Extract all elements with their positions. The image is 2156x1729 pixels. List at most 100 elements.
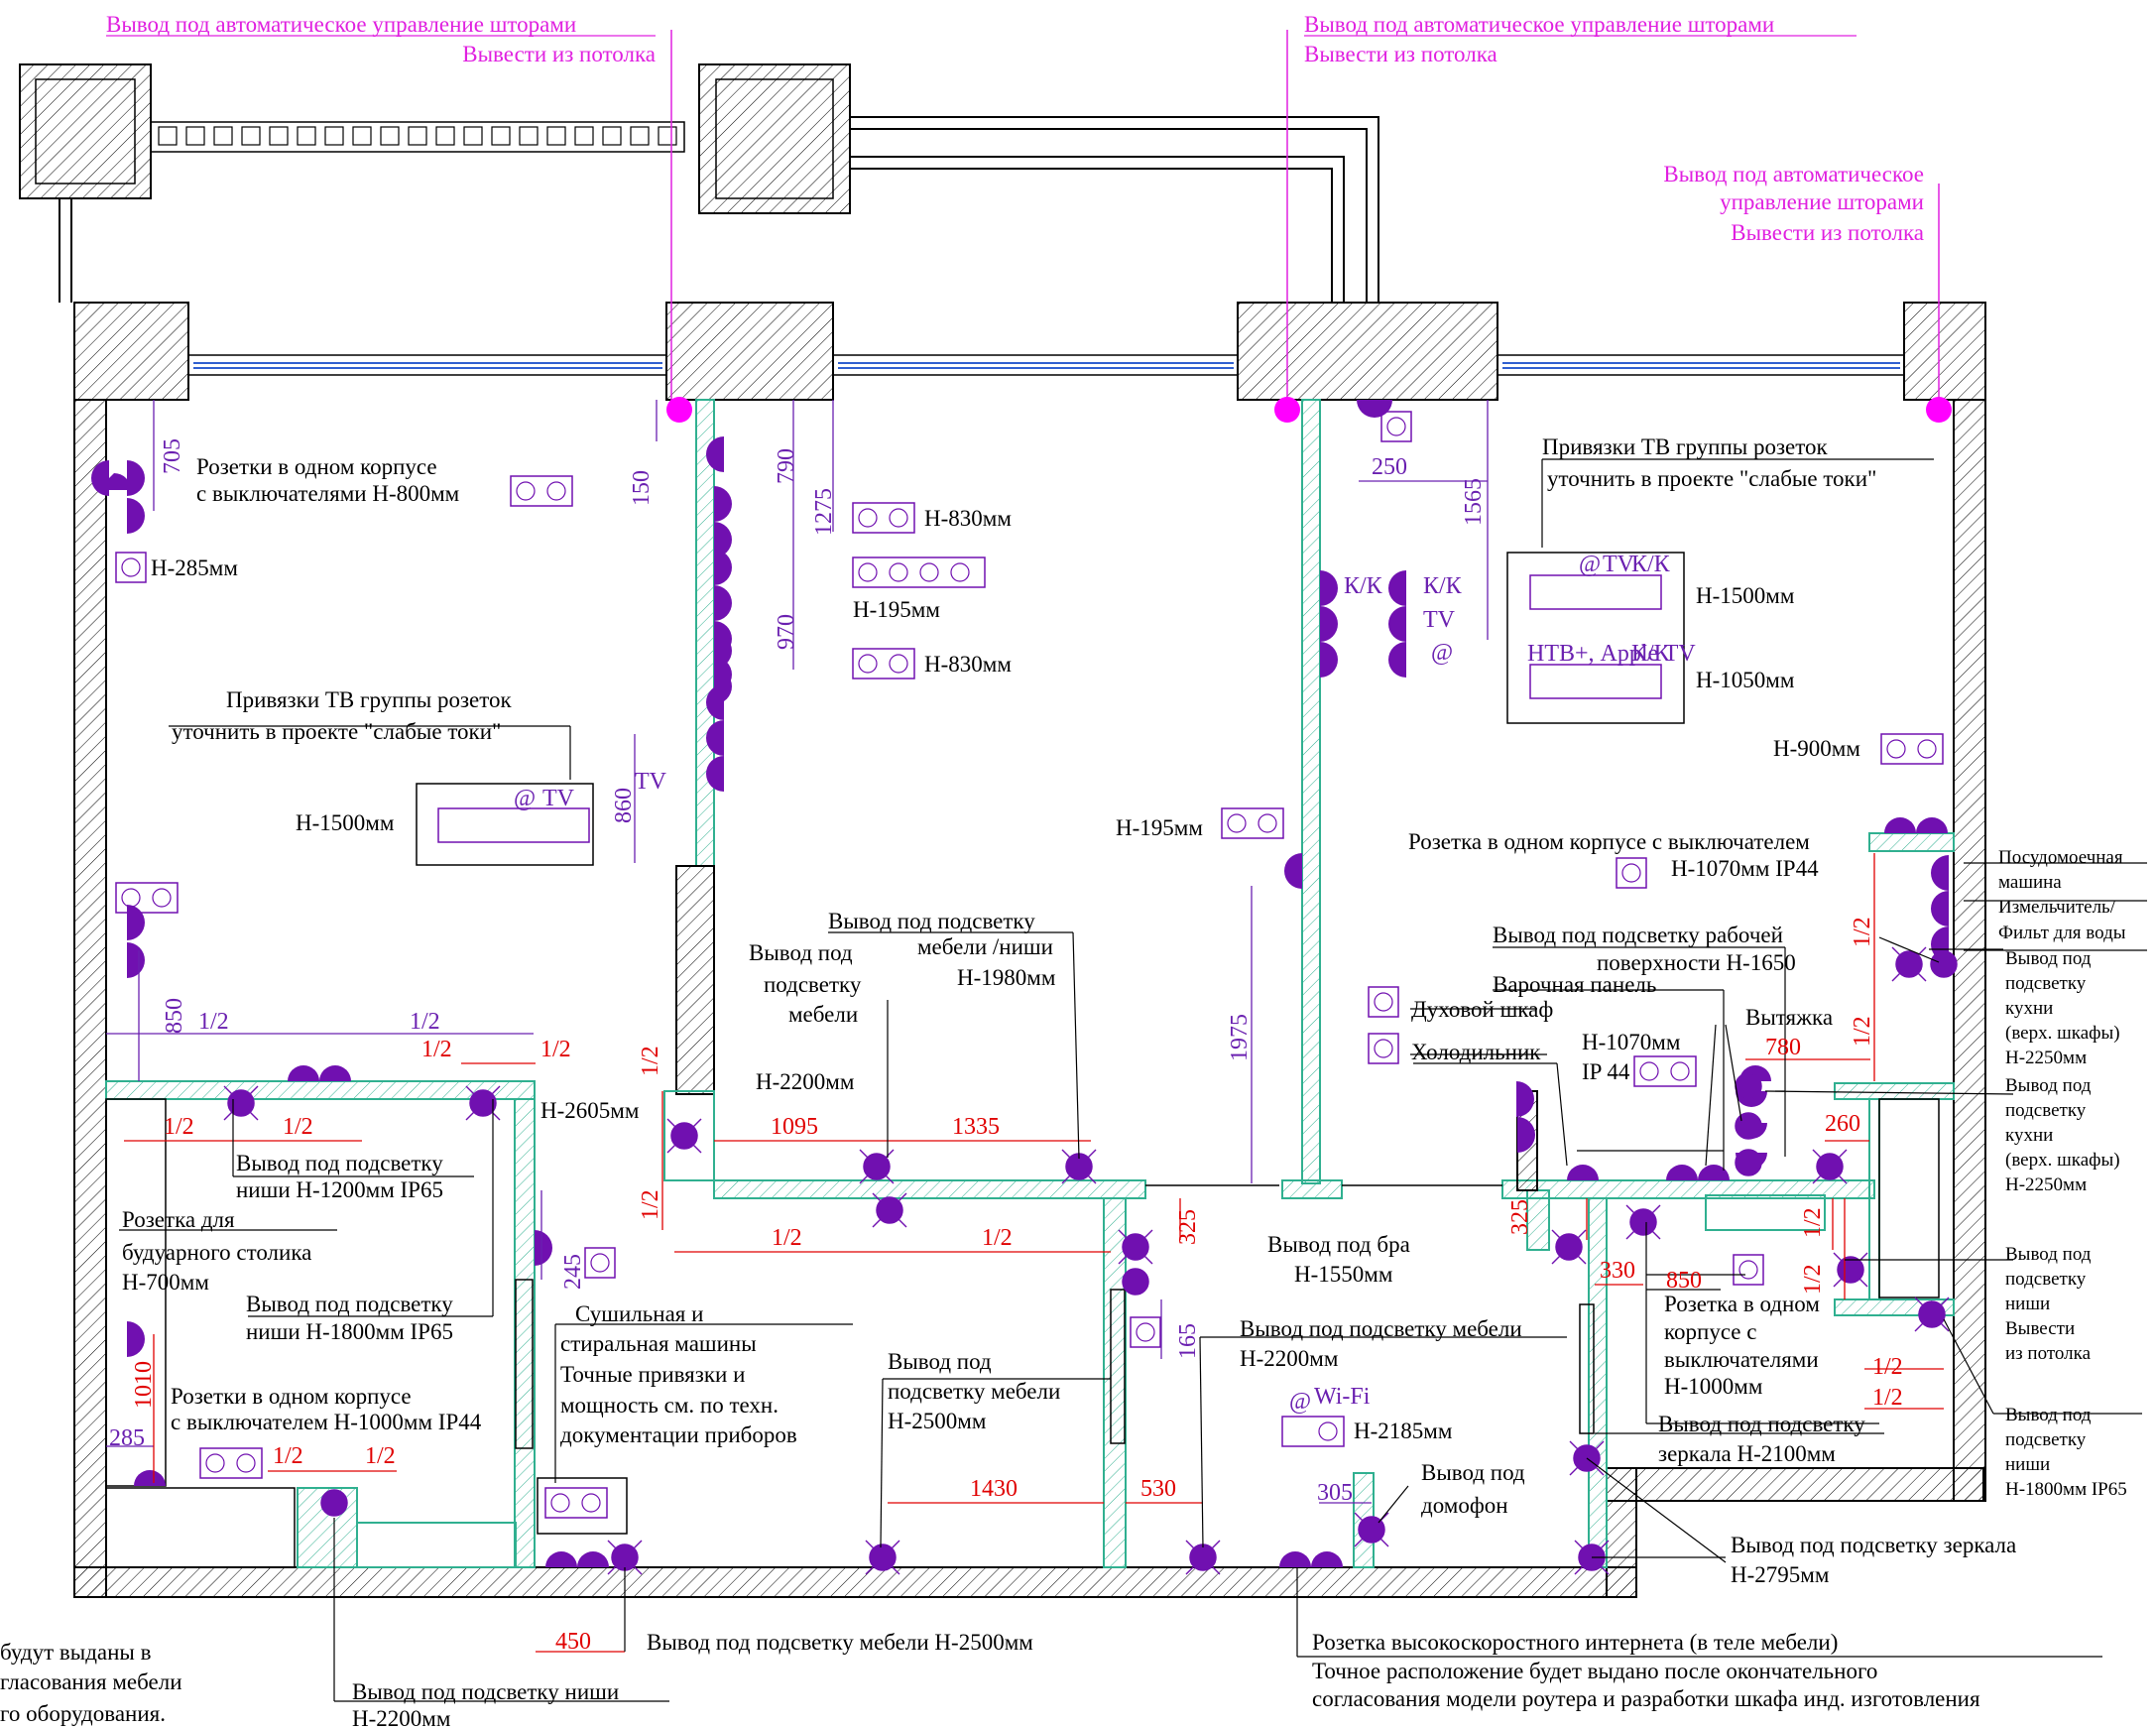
washer-line2: стиральная машины [560,1331,757,1356]
niche2200-line2: Н-2200мм [352,1706,451,1729]
tv-panel-right: @ TV К/К НТВ+, Apple TV К/К [1506,552,1696,724]
dim-half-q: 1/2 [273,1443,303,1469]
dim-half-a: 1/2 [198,1009,229,1035]
furn2200-line3: мебели [788,1002,858,1027]
dim-330: 330 [1600,1258,1635,1284]
curtain-note-c-line3: Вывести из потолка [1731,220,1924,245]
mirror2100-line1: Вывод под подсветку [1658,1412,1865,1436]
socket1000-line1: Розетка в одном [1664,1292,1820,1316]
kk-mark-1: К/К [1344,573,1383,599]
socket1000-line4: Н-1000мм [1664,1374,1763,1399]
furn2500-line1: Вывод под [888,1349,992,1374]
curtain-note-a-line2: Вывести из потолка [462,42,656,66]
niche-ceil-line4: Вывести [2005,1318,2075,1339]
kk-mark-2: К/К [1423,573,1463,599]
dim-245: 245 [560,1254,586,1290]
niche1800r-line2: подсветку [2005,1429,2087,1450]
h2185-label: Н-2185мм [1354,1419,1453,1443]
fridge-label: Холодильник [1411,1040,1541,1064]
furn-niche-line2: мебели /ниши [917,934,1053,959]
dim-860: 860 [611,788,637,823]
niche-ceil-line5: из потолка [2005,1343,2092,1364]
niche1800-line2: ниши Н-1800мм IP65 [246,1319,453,1344]
furnlight-line2: Н-2200мм [1240,1346,1339,1371]
dim-780: 780 [1765,1035,1801,1060]
footer-line2: гласования мебели [0,1669,182,1694]
dim-1565: 1565 [1461,478,1487,526]
niche1800r-line1: Вывод под [2005,1405,2092,1425]
h1500-left: Н-1500мм [296,810,395,835]
vanity-line2: будуарного столика [122,1240,311,1265]
niche2200-line1: Вывод под подсветку ниши [352,1679,619,1704]
dim-1010: 1010 [131,1361,157,1409]
dim-325b: 325 [1507,1199,1533,1235]
dim-half-b: 1/2 [410,1009,440,1035]
kitchen-light-a-5: Н-2250мм [2005,1048,2087,1068]
kitchen-light-b-1: Вывод под [2005,1075,2092,1096]
sconce-line1: Вывод под бра [1267,1232,1410,1257]
purple-dimensions [106,400,1489,1504]
panel-left-at-label: @ [514,786,536,811]
hob-label: Варочная панель [1493,972,1656,997]
dim-half-n: 1/2 [1872,1385,1903,1411]
dim-250: 250 [1372,454,1407,480]
wifi-label: Wi-Fi [1314,1384,1371,1410]
oven-label: Духовой шкаф [1411,997,1553,1022]
curtain-points [666,30,1952,423]
socket-symbols [91,400,1949,1567]
furn-niche-line3: Н-1980мм [957,965,1056,990]
tv-mark-left: TV [635,769,667,795]
kitchen-light-a-4: (верх. шкафы) [2005,1023,2120,1044]
socket1000-line3: выключателями [1664,1347,1819,1372]
furn2500-line3: Н-2500мм [888,1409,987,1433]
washer-line4: мощность см. по техн. [560,1393,779,1418]
h1500-right: Н-1500мм [1696,583,1795,608]
washer-line5: документации приборов [560,1422,797,1447]
panel-tv-label: TV [1603,552,1635,577]
panel-at-label: @ [1579,552,1601,577]
tv-bind-left-line1: Привязки ТВ группы розеток [226,687,513,712]
dim-half-o: 1/2 [1800,1207,1826,1238]
furn2200-line2: подсветку [764,972,862,997]
h195-b: Н-195мм [1116,815,1203,840]
dim-half-f: 1/2 [283,1114,313,1140]
washer-line3: Точные привязки и [560,1362,745,1387]
furn2500-line2: подсветку мебели [888,1379,1060,1404]
dim-705: 705 [160,438,185,474]
socket-icon-boxes [115,411,1944,1519]
dim-half-i: 1/2 [638,1046,663,1076]
h900: Н-900мм [1773,736,1860,761]
curtain-note-b-line2: Вывести из потолка [1304,42,1497,66]
dim-half-l: 1/2 [1850,1016,1875,1047]
dim-325a: 325 [1175,1209,1201,1245]
dim-1430: 1430 [970,1476,1018,1502]
shredder-line2: Фильт для воды [1998,923,2126,943]
furn-niche-line1: Вывод под подсветку [828,909,1035,933]
washer-line1: Сушильная и [575,1301,703,1326]
dim-150: 150 [629,470,655,506]
socket-icon-glyphs [121,417,1937,1513]
dim-half-r: 1/2 [365,1443,396,1469]
footer-line1: будут выданы в [0,1640,152,1665]
internet-line1: Розетка высокоскоростного интернета (в т… [1312,1630,1838,1655]
niche-ceil-line2: подсветку [2005,1269,2087,1290]
hood-label: Вытяжка [1745,1005,1833,1030]
internet-line2: Точное расположение будет выдано после о… [1312,1659,1877,1683]
bedroom-sockets-line1: Розетки в одном корпусе [196,454,437,479]
h2605-label: Н-2605мм [540,1098,640,1123]
furn2200-line4: Н-2200мм [756,1069,855,1094]
furn2500b-label: Вывод под подсветку мебели Н-2500мм [647,1630,1033,1655]
h195-a: Н-195мм [853,597,940,622]
niche-ceil-line1: Вывод под [2005,1244,2092,1265]
dim-half-h: 1/2 [540,1037,571,1062]
dim-half-g: 1/2 [421,1037,452,1062]
niche1200-line2: ниши Н-1200мм IP65 [236,1177,443,1202]
tv-panel-left: @ TV [416,783,594,866]
panel-htb-label: НТВ+, Apple TV [1527,641,1696,667]
dim-165: 165 [1175,1323,1201,1359]
dim-970: 970 [774,614,799,650]
panel-left-tv-label: TV [542,786,575,811]
washer-socket-box [537,1477,628,1535]
furn2200-line1: Вывод под [749,940,853,965]
